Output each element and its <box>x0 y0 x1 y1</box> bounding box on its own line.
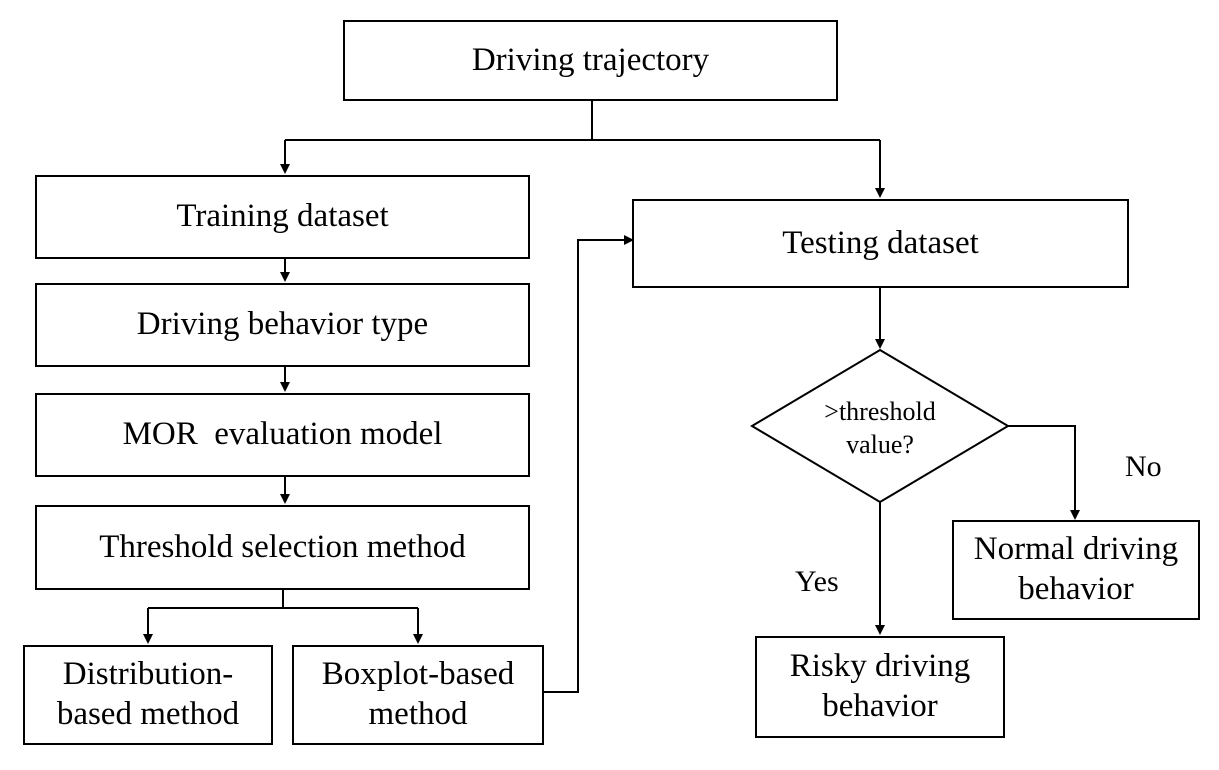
node-testing-dataset: Testing dataset <box>632 199 1129 288</box>
edge-decision-no <box>1008 425 1080 520</box>
node-normal-label-line2: behavior <box>1018 571 1134 607</box>
node-threshold-selection-method-label: Threshold selection method <box>99 528 466 565</box>
decision-text-line1: >threshold <box>824 397 936 426</box>
node-training-dataset-label: Training dataset <box>176 198 389 235</box>
node-driving-trajectory: Driving trajectory <box>343 20 838 101</box>
node-risky-driving-behavior: Risky driving behavior <box>755 636 1005 738</box>
node-mor-evaluation-model-label: MOR evaluation model <box>122 416 443 453</box>
node-distribution-based-method: Distribution- based method <box>23 645 273 745</box>
node-risky-label-line1: Risky driving <box>789 648 971 685</box>
edge-label-yes: Yes <box>795 565 839 598</box>
node-mor-evaluation-model: MOR evaluation model <box>35 393 530 477</box>
decision-text-line2: value? <box>846 429 914 459</box>
node-training-dataset: Training dataset <box>35 175 530 259</box>
node-normal-label-line1: Normal driving <box>973 531 1179 568</box>
node-testing-dataset-label: Testing dataset <box>782 224 979 261</box>
node-threshold-selection-method: Threshold selection method <box>35 505 530 590</box>
node-driving-trajectory-label: Driving trajectory <box>471 41 710 78</box>
node-driving-behavior-type-label: Driving behavior type <box>136 306 429 343</box>
node-boxplot-label-line2: method <box>368 696 468 732</box>
node-boxplot-based-method: Boxplot-based method <box>292 645 544 745</box>
node-normal-driving-behavior: Normal driving behavior <box>952 520 1200 620</box>
edge-label-no: No <box>1125 450 1162 483</box>
node-risky-label-line2: behavior <box>822 688 938 724</box>
node-boxplot-label-line1: Boxplot-based <box>321 656 515 693</box>
node-distribution-label-line1: Distribution- <box>62 656 234 693</box>
edge-boxplot-to-testing <box>543 235 634 693</box>
decision-diamond <box>750 348 1010 504</box>
node-driving-behavior-type: Driving behavior type <box>35 283 530 367</box>
decision-text: >threshold value? <box>790 396 970 461</box>
node-distribution-label-line2: based method <box>56 696 240 732</box>
